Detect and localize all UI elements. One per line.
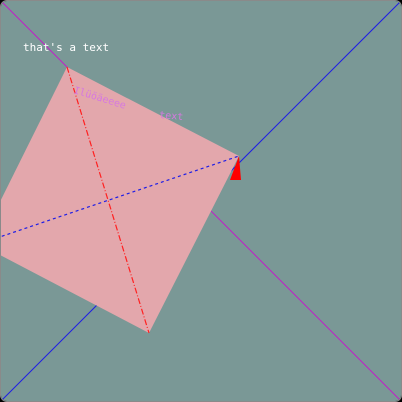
square-diagonal-dashdot <box>66 66 150 334</box>
rotated-square <box>1 67 239 333</box>
rotated-label-2: text <box>159 110 184 123</box>
red-triangle-marker <box>230 156 241 180</box>
corner-label: that's a text <box>23 41 109 54</box>
square-diagonal-dashed <box>1 155 240 238</box>
